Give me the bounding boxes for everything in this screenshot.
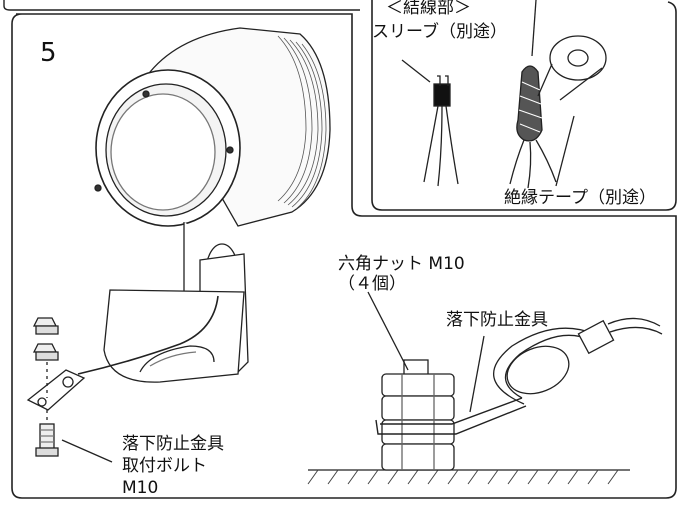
inset-panel-frame — [371, 0, 677, 211]
fall-guard-label: 落下防止金具 — [446, 310, 548, 330]
step-number: 5 — [40, 38, 57, 68]
floodlight-drawing — [26, 27, 331, 463]
hex-nut-count: （４個） — [338, 274, 406, 294]
bolt-label-line1: 落下防止金具 — [122, 434, 224, 454]
nut-stack-detail — [307, 291, 663, 485]
bolt-label-line2: 取付ボルト — [122, 456, 207, 476]
main-panel-frame — [11, 13, 677, 499]
insulating-tape-label: 絶縁テープ（別途） — [504, 188, 656, 208]
wiring-inset-drawing — [401, 0, 607, 189]
top-strip-frame — [3, 0, 360, 11]
sleeve-label: スリーブ（別途） — [372, 22, 507, 42]
bolt-label-line3: M10 — [122, 478, 159, 498]
hex-nut-label: 六角ナット M10 — [338, 254, 465, 274]
wiring-section-title: ＜結線部＞ — [386, 0, 471, 18]
